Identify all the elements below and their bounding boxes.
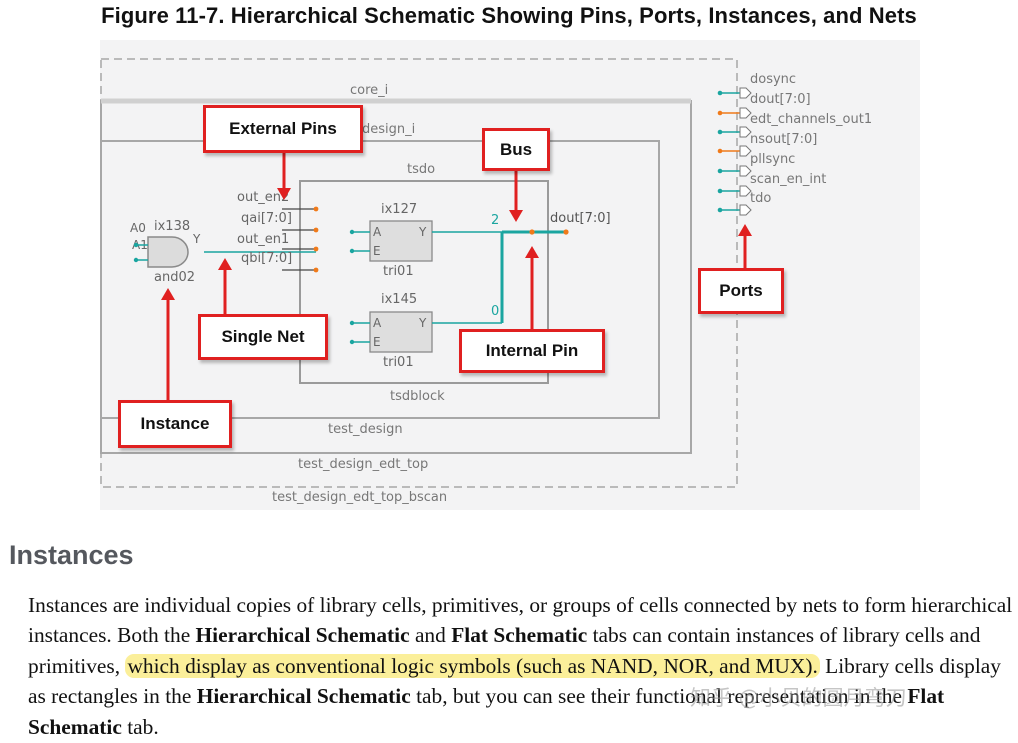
ports-group: dosync dout[7:0] edt_channels_out1 nsout… (717, 72, 872, 216)
port-icon (739, 165, 752, 177)
tri-bottom-name: ix145 (381, 292, 417, 307)
body-paragraph: Instances are individual copies of libra… (28, 590, 1013, 742)
arrow-head-icon (738, 224, 752, 236)
para-text-2: and (409, 623, 452, 648)
dout-pin-label: dout[7:0] (550, 211, 611, 226)
bscan-label: test_design_edt_top_bscan (272, 490, 447, 505)
tri-top-name: ix127 (381, 202, 417, 217)
arrow-head-icon (218, 258, 232, 270)
bold-hierarchical-schematic-2: Hierarchical Schematic (196, 684, 411, 709)
and-gate-name: ix138 (154, 219, 190, 234)
port-icon (739, 126, 752, 138)
arrow-head-icon (161, 288, 175, 300)
pin-out-en2: out_en2 (237, 190, 289, 205)
and-pin-y: Y (192, 232, 201, 246)
callout-ports: Ports (698, 268, 784, 314)
bus-index-0: 0 (491, 304, 499, 319)
tsdblock-label: tsdblock (390, 389, 445, 404)
para-text-6: tab. (121, 714, 159, 739)
para-text-3: tabs can contain instances of library ce… (28, 623, 981, 678)
test-design-label: test_design (328, 422, 403, 437)
section-heading: Instances (9, 540, 134, 570)
tri-buffer-top (369, 220, 433, 262)
svg-text:scan_en_int: scan_en_int (750, 172, 826, 187)
port-icon (739, 204, 752, 216)
arrow-head-icon (277, 188, 291, 200)
svg-text:Y: Y (418, 316, 427, 330)
bold-hierarchical-schematic: Hierarchical Schematic (195, 623, 410, 648)
pin-out-en1: out_en1 (237, 232, 289, 247)
pin-qai: qai[7:0] (241, 211, 292, 226)
port-icon (739, 145, 752, 157)
svg-text:tdo: tdo (750, 191, 771, 206)
svg-text:dout[7:0]: dout[7:0] (750, 92, 811, 107)
callout-instance: Instance (118, 400, 232, 448)
core-frame-label: core_i (350, 83, 388, 98)
para-text-5: tab, but you can see their functional re… (410, 684, 908, 709)
svg-text:Y: Y (418, 225, 427, 239)
bold-flat-schematic-2: Flat Schematic (28, 684, 945, 739)
svg-text:A: A (373, 225, 382, 239)
svg-text:E: E (373, 244, 381, 258)
tri-buffer-bottom (369, 311, 433, 353)
para-text-1: Instances are individual copies of libra… (28, 593, 1013, 648)
callout-external-pins: External Pins (203, 105, 363, 153)
arrow-head-icon (509, 210, 523, 222)
svg-text:A: A (373, 316, 382, 330)
and-gate-icon (147, 236, 189, 268)
svg-text:E: E (373, 335, 381, 349)
svg-text:edt_channels_out1: edt_channels_out1 (750, 112, 872, 127)
and-gate-cell: and02 (154, 270, 195, 285)
callout-internal-pin: Internal Pin (459, 329, 605, 373)
arrow-head-icon (525, 246, 539, 258)
design-frame-label: design_i (362, 122, 415, 137)
callout-bus: Bus (482, 128, 550, 171)
svg-text:pllsync: pllsync (750, 152, 795, 167)
tsdo-label: tsdo (407, 162, 435, 177)
watermark: 知乎 @小贝的圆月弯刀 (690, 686, 907, 710)
port-icon (739, 107, 752, 119)
callout-single-net: Single Net (198, 314, 328, 360)
port-icon (739, 87, 752, 99)
highlighted-text: which display as conventional logic symb… (125, 653, 820, 678)
figure-title: Figure 11-7. Hierarchical Schematic Show… (101, 3, 917, 28)
design-frame (100, 140, 660, 419)
and-pin-a0: A0 (130, 221, 146, 235)
svg-text:dosync: dosync (750, 72, 796, 87)
tri-top-cell: tri01 (383, 264, 414, 279)
edt-top-label: test_design_edt_top (298, 457, 428, 472)
tsdo-block (299, 180, 549, 384)
bus-index-2: 2 (491, 213, 499, 228)
port-icon (739, 185, 752, 197)
bold-flat-schematic: Flat Schematic (451, 623, 588, 648)
para-text-4: Library cells display as rectangles in t… (28, 653, 1001, 709)
svg-text:nsout[7:0]: nsout[7:0] (750, 132, 817, 147)
pin-qbi: qbi[7:0] (241, 251, 292, 266)
tri-bottom-cell: tri01 (383, 355, 414, 370)
